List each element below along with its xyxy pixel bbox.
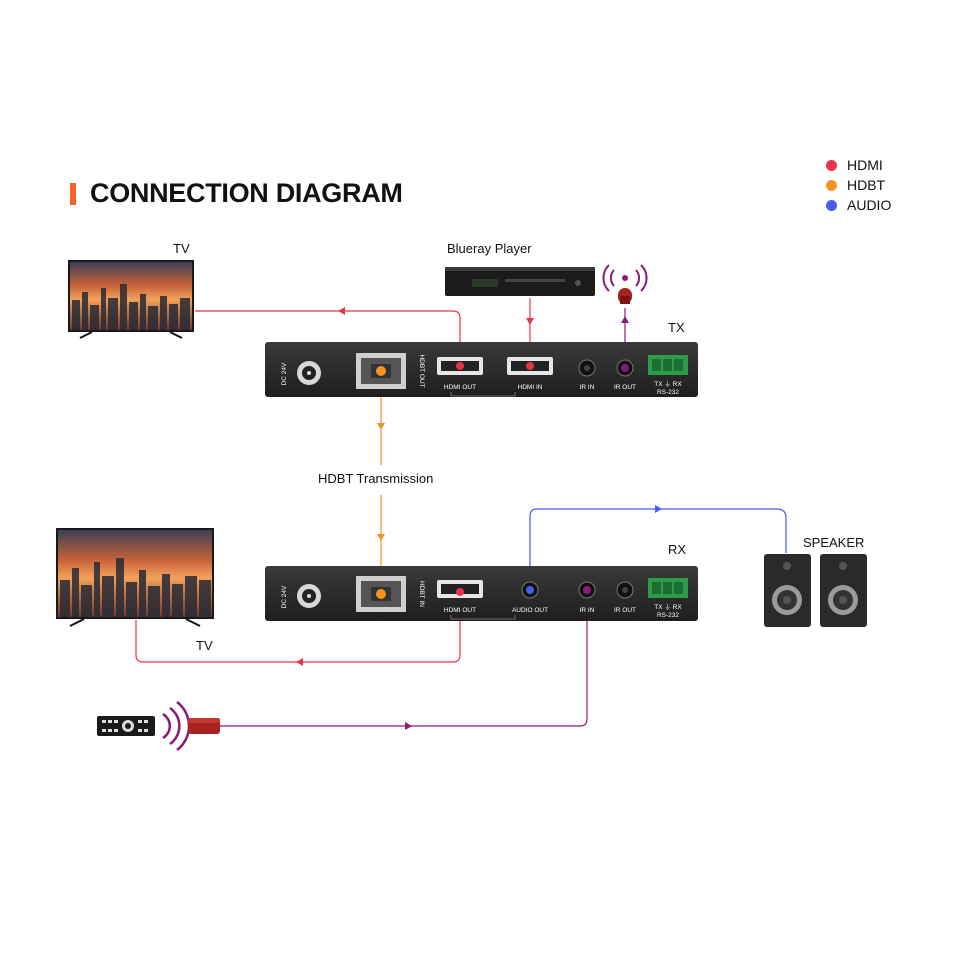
- hdbt-dot-icon: [826, 179, 837, 191]
- tx-dc-label: DC 24V: [281, 362, 288, 385]
- ir-signal-icon: [162, 701, 191, 751]
- tx-label: TX: [668, 320, 685, 335]
- hdmi-dot-icon: [826, 159, 837, 171]
- legend: HDMI HDBT AUDIO: [826, 155, 891, 215]
- hdbt-transmission-label: HDBT Transmission: [318, 471, 434, 486]
- ir-emitter-icon: [602, 264, 648, 304]
- tv-top-label: TV: [173, 241, 190, 256]
- hdmi-connection-dot: [456, 588, 464, 596]
- tx-device: DC 24V HDBT OUT HDMI OUT HDMI IN IR IN I…: [265, 342, 698, 397]
- bluray-player-icon: [445, 267, 595, 296]
- tx-rs232-label: RS-232: [657, 389, 679, 396]
- remote-control-icon: [97, 716, 155, 736]
- rx-hdbt-label: HDBT IN: [418, 581, 425, 607]
- speaker-right-icon: [820, 554, 867, 627]
- legend-label: AUDIO: [847, 197, 892, 213]
- rx-rs232-label: RS-232: [657, 612, 679, 619]
- rx-rs232-pins-label: TX ⏚ RX: [654, 603, 682, 611]
- legend-label: HDBT: [847, 177, 886, 193]
- bluray-label: Blueray Player: [447, 241, 532, 256]
- title-accent-bar: [70, 183, 76, 205]
- tv-bottom-label: TV: [196, 638, 213, 653]
- rx-hdmi-out-label: HDMI OUT: [444, 607, 476, 614]
- diagram-title: CONNECTION DIAGRAM: [90, 178, 403, 208]
- cable-ir-receiver-to-ir-in: [220, 592, 588, 730]
- audio-dot-icon: [826, 199, 837, 211]
- legend-item-hdmi: HDMI: [826, 155, 891, 175]
- tx-ir-in-label: IR IN: [580, 384, 595, 391]
- legend-label: HDMI: [847, 157, 883, 173]
- legend-item-hdbt: HDBT: [826, 175, 891, 195]
- hdbt-connection-dot: [376, 366, 386, 376]
- speaker-left-icon: [764, 554, 811, 627]
- rx-ir-in-label: IR IN: [580, 607, 595, 614]
- tv-top-icon: [68, 260, 194, 339]
- tx-hdbt-label: HDBT OUT: [418, 354, 425, 387]
- hdmi-connection-dot: [526, 362, 534, 370]
- rx-device: DC 24V HDBT IN HDMI OUT AUDIO OUT IR IN …: [265, 566, 698, 621]
- ir-receiver-icon: [188, 718, 220, 734]
- hdbt-connection-dot: [376, 589, 386, 599]
- rx-dc-label: DC 24V: [281, 585, 288, 608]
- cable-rx-hdmi-out-to-tv: [135, 592, 461, 666]
- hdmi-connection-dot: [456, 362, 464, 370]
- tx-rs232-pins-label: TX ⏚ RX: [654, 380, 682, 388]
- tx-hdmi-out-label: HDMI OUT: [444, 384, 476, 391]
- cable-hdmi-out-to-tv-top: [195, 307, 461, 365]
- tv-bottom-icon: [56, 528, 214, 627]
- tx-hdmi-in-label: HDMI IN: [518, 384, 543, 391]
- rx-audio-out-label: AUDIO OUT: [512, 607, 548, 614]
- tx-ir-out-label: IR OUT: [614, 384, 636, 391]
- rx-label: RX: [668, 542, 687, 557]
- legend-item-audio: AUDIO: [826, 195, 891, 215]
- cable-audio-to-speaker: [529, 505, 787, 588]
- rx-ir-out-label: IR OUT: [614, 607, 636, 614]
- speaker-label: SPEAKER: [803, 535, 865, 550]
